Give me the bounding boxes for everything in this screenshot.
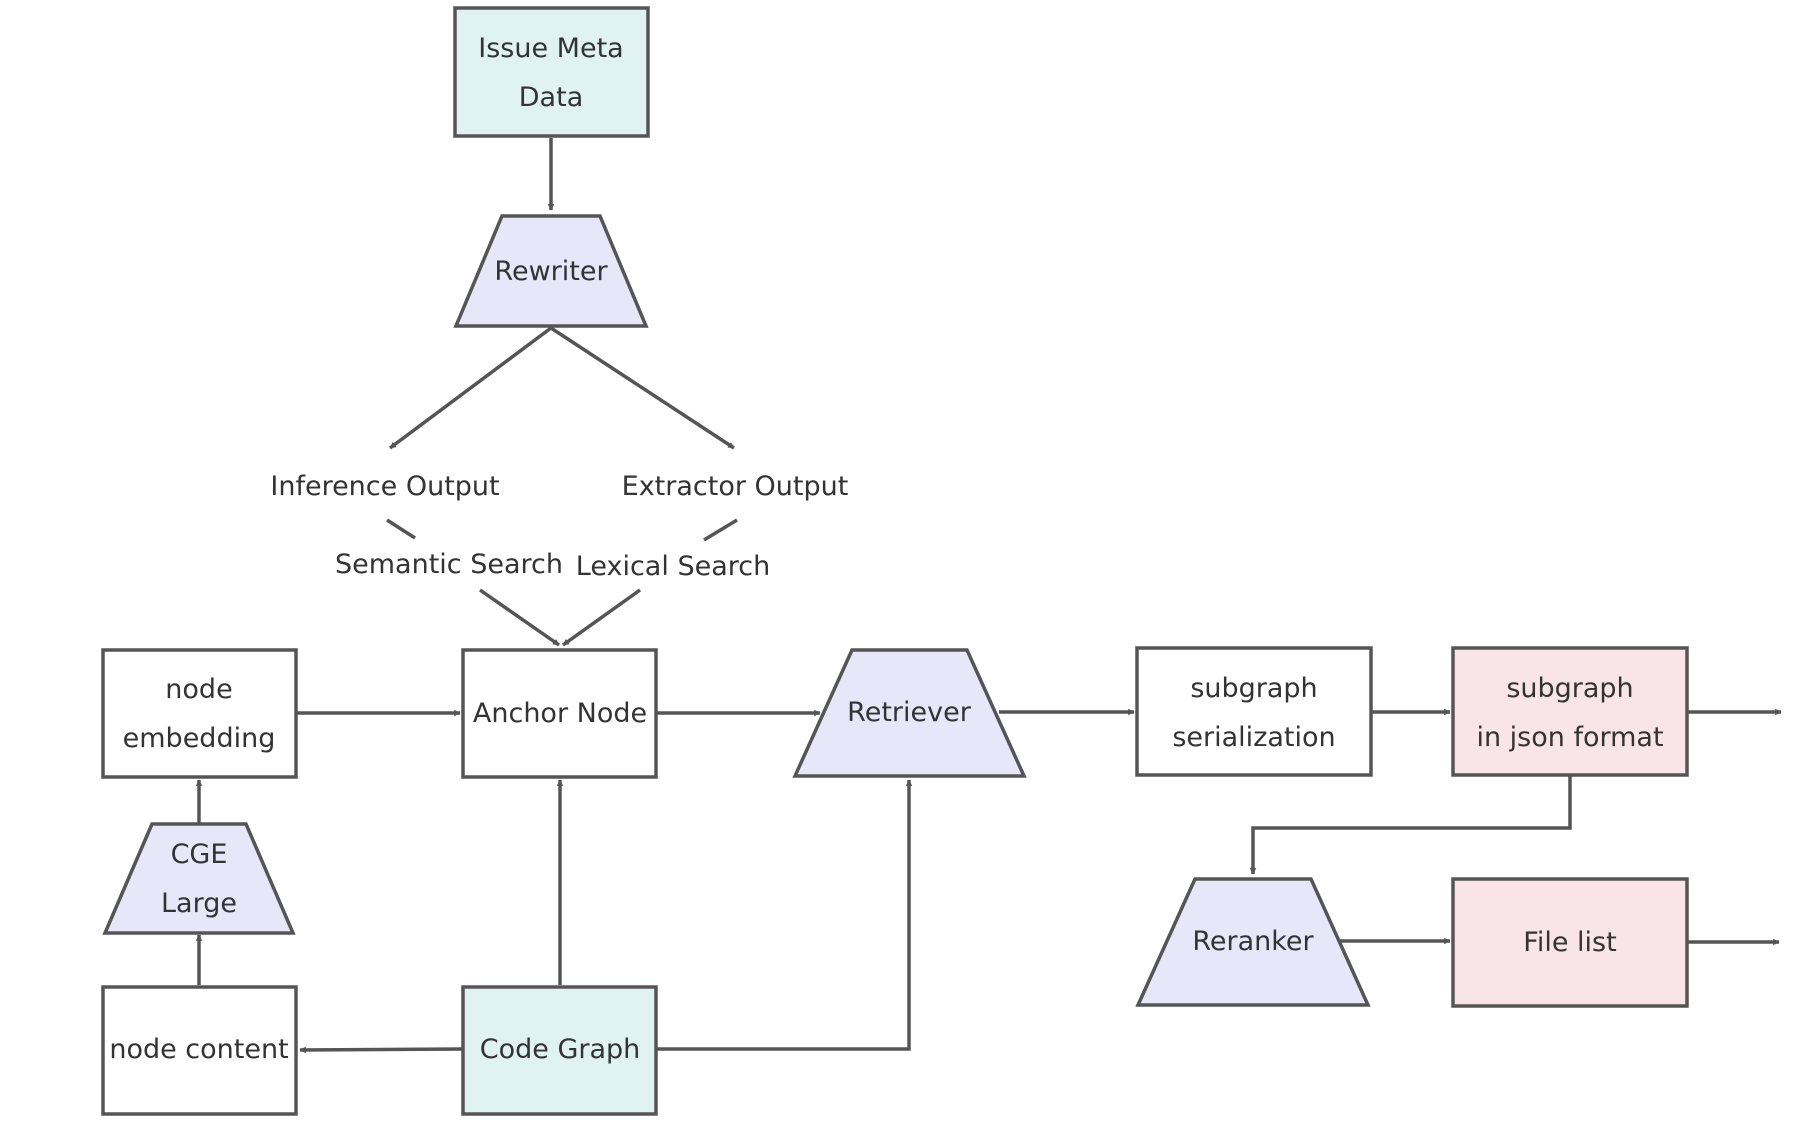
issue-meta-data-line1: Issue Meta [478, 33, 623, 64]
file-list-label: File list [1523, 927, 1616, 958]
issue-meta-data-box [453, 6, 650, 138]
issue-meta-data-node: Issue Meta Data [453, 6, 650, 138]
code-graph-label: Code Graph [480, 1034, 641, 1065]
node-content-box [101, 985, 298, 1116]
code-graph-node: Code Graph [461, 985, 658, 1116]
semantic-search-label: Semantic Search [335, 549, 563, 580]
reranker-node: Reranker [1135, 877, 1371, 1007]
reranker-trapezoid [1135, 877, 1371, 1007]
file-list-node: File list [1451, 877, 1689, 1008]
reranker-label: Reranker [1192, 926, 1314, 957]
subgraph-json-box [1451, 646, 1689, 777]
cge-large-node: CGE Large [102, 822, 296, 935]
inference-output-label: Inference Output [270, 471, 499, 502]
node-content-label: node content [109, 1034, 288, 1065]
edge-json-to-reranker [1249, 776, 1572, 875]
subgraph-json-line1: subgraph [1506, 673, 1633, 704]
edge-codegraph-to-content [299, 1046, 464, 1054]
subgraph-serialization-line2: serialization [1172, 722, 1335, 753]
anchor-node-box [461, 648, 658, 779]
node-embedding-box [101, 648, 298, 779]
node-content-node: node content [101, 985, 298, 1116]
retriever-label: Retriever [847, 697, 972, 728]
subgraph-serialization-box [1135, 646, 1373, 777]
node-embedding-line1: node [165, 674, 232, 705]
rewriter-label: Rewriter [494, 256, 608, 287]
subgraph-json-line2: in json format [1476, 722, 1663, 753]
subgraph-serialization-line1: subgraph [1190, 673, 1317, 704]
extractor-output-label: Extractor Output [622, 471, 849, 502]
edge-semantic-to-anchor [479, 588, 560, 647]
edge-lexical-to-anchor [561, 588, 642, 647]
file-list-box [1451, 877, 1689, 1008]
edge-codegraph-to-retriever [657, 779, 913, 1051]
retriever-trapezoid [792, 648, 1027, 778]
edge-rewriter-to-extractor [550, 326, 735, 450]
retriever-node: Retriever [792, 648, 1027, 778]
cge-large-trapezoid [102, 822, 296, 935]
issue-meta-data-line2: Data [519, 82, 583, 113]
lexical-search-label: Lexical Search [576, 551, 770, 582]
edges [195, 138, 1782, 1054]
edge-inference-to-semantic [386, 518, 416, 540]
anchor-node-node: Anchor Node [461, 648, 658, 779]
rewriter-node: Rewriter [453, 214, 649, 328]
node-embedding-node: node embedding [101, 648, 298, 779]
cge-large-line1: CGE [171, 839, 228, 870]
subgraph-serialization-node: subgraph serialization [1135, 646, 1373, 777]
edge-rewriter-to-inference [388, 326, 553, 450]
edge-extractor-to-lexical [703, 518, 738, 542]
anchor-node-label: Anchor Node [473, 698, 647, 729]
code-graph-box [461, 985, 658, 1116]
cge-large-line2: Large [161, 888, 237, 919]
subgraph-json-node: subgraph in json format [1451, 646, 1689, 777]
node-embedding-line2: embedding [123, 723, 276, 754]
rewriter-trapezoid [453, 214, 649, 328]
